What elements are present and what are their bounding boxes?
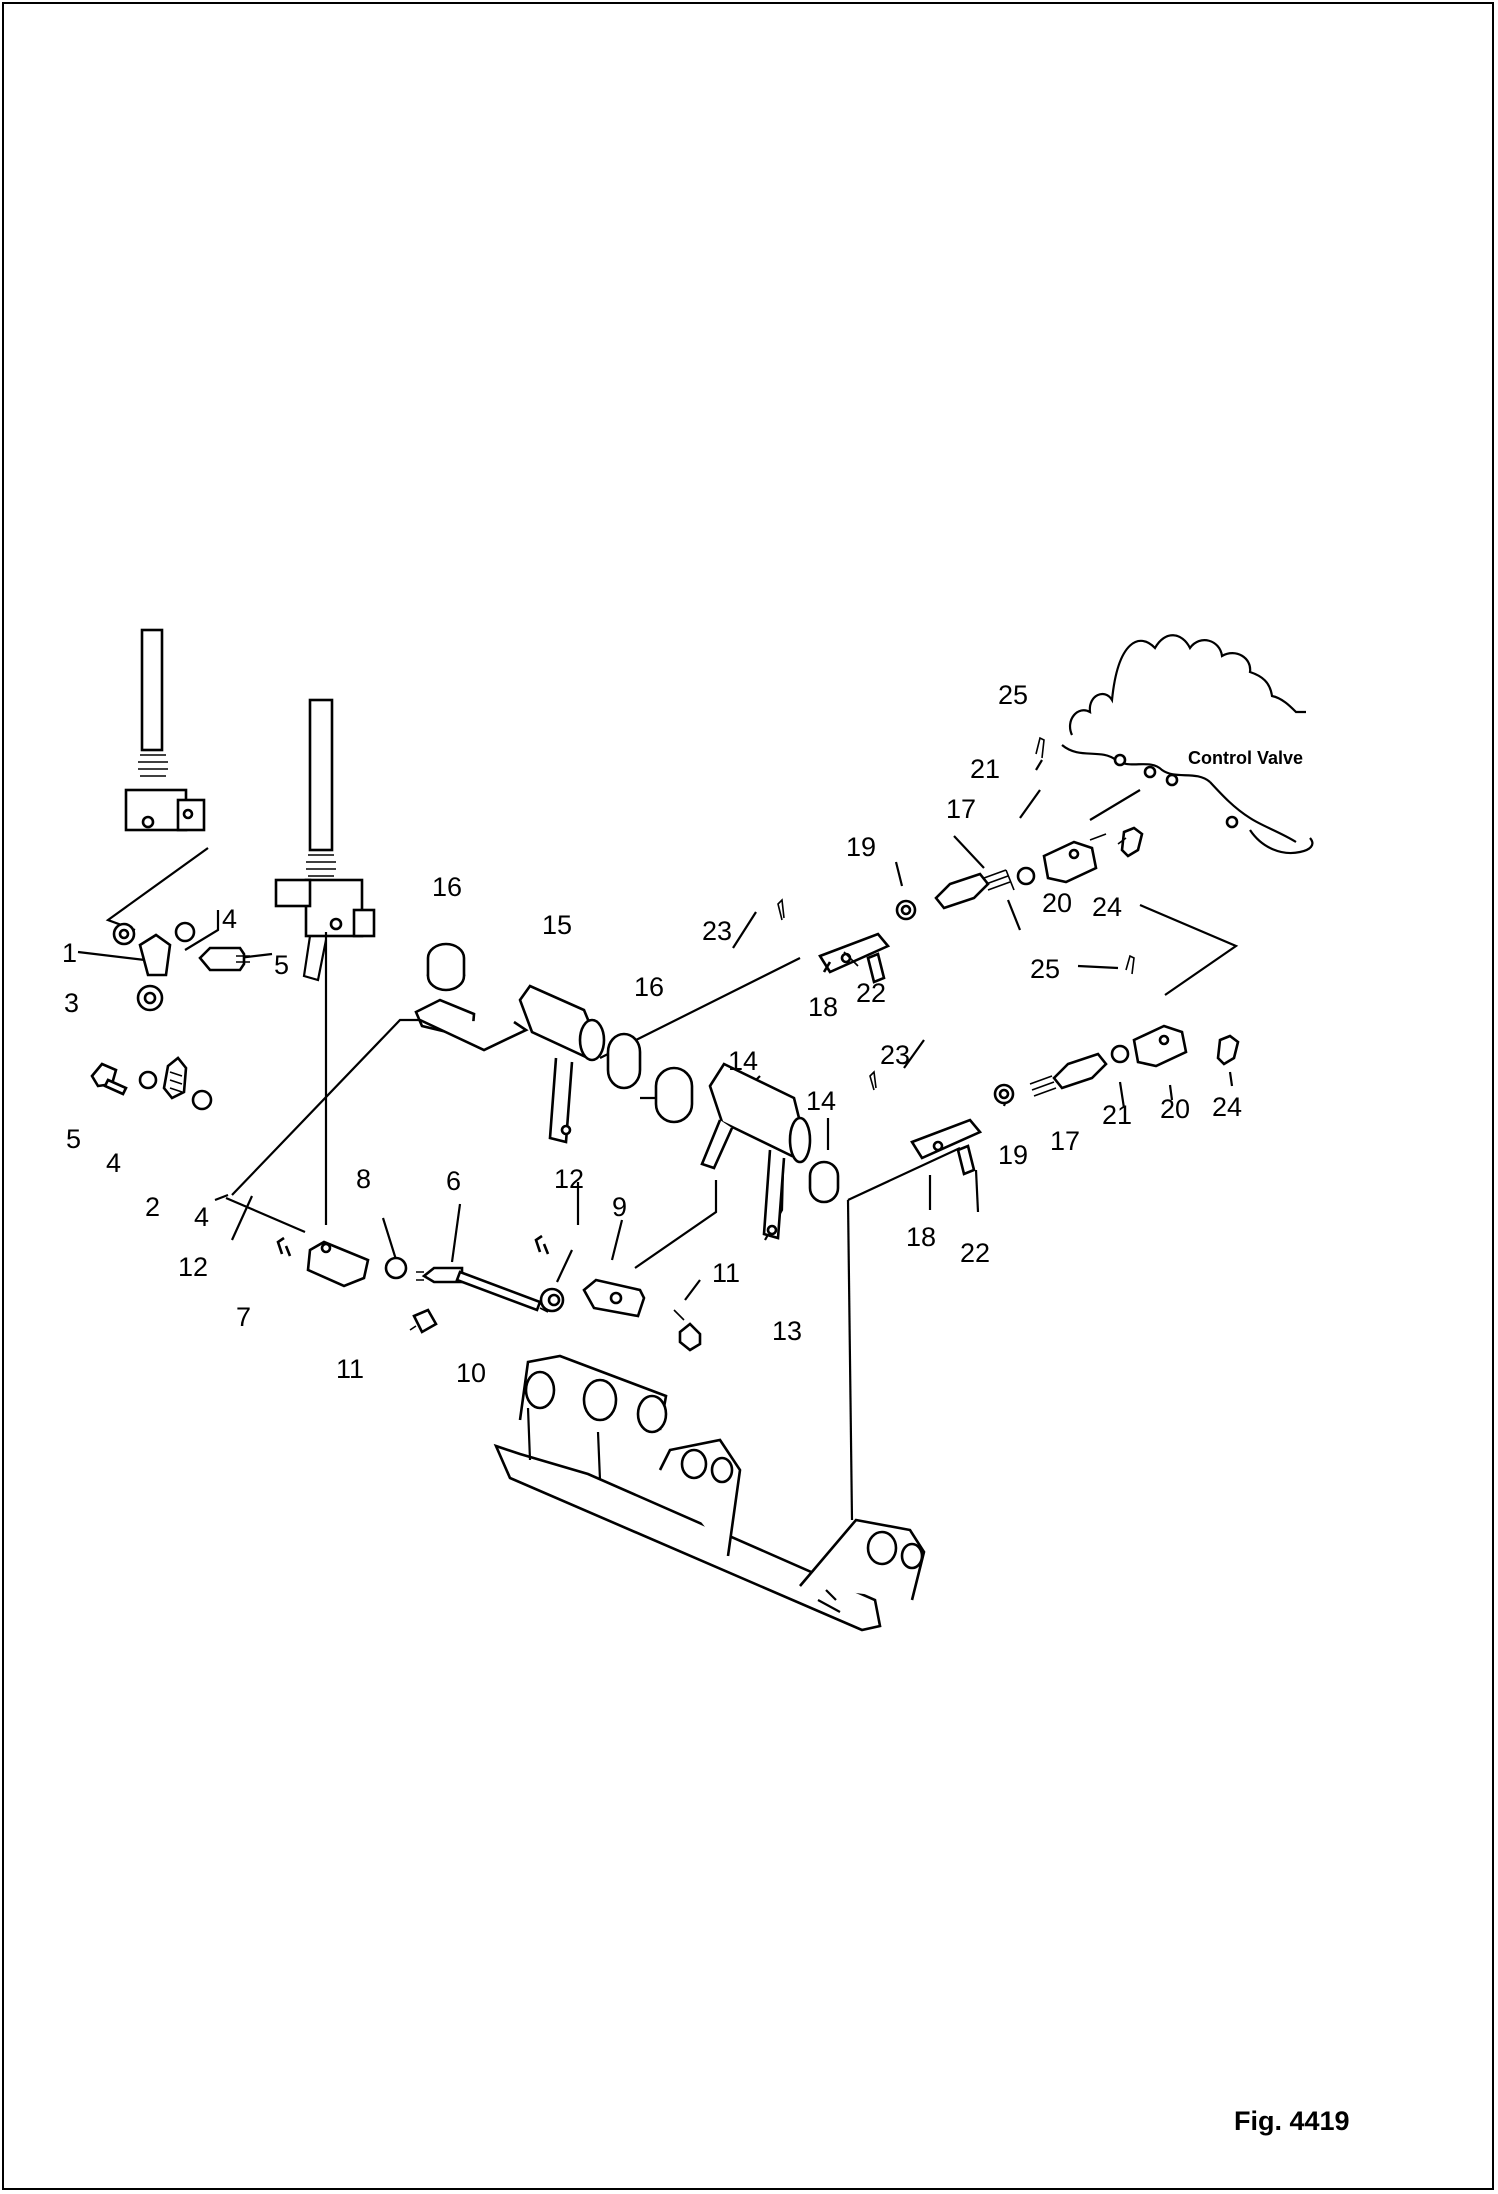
part-number-labels: 1 2 3 4 4 4 5 5 6 7 8 9 10 11 11 12 12 1… [62, 680, 1242, 1388]
part-label-6: 6 [446, 1166, 461, 1196]
part-label-16-mid: 16 [634, 972, 664, 1002]
left-control-lever [124, 628, 206, 832]
control-valve-label: Control Valve [1188, 748, 1303, 768]
part-label-10: 10 [456, 1358, 486, 1388]
part-label-12-left: 12 [178, 1252, 208, 1282]
part-label-18-top: 18 [808, 992, 838, 1022]
part-label-7: 7 [236, 1302, 251, 1332]
part-label-24-bottom: 24 [1212, 1092, 1242, 1122]
part-label-20-top: 20 [1042, 888, 1072, 918]
rod-assembly [276, 1234, 702, 1352]
part-label-19-top: 19 [846, 832, 876, 862]
valve-port [1225, 815, 1239, 829]
part-label-14-left: 14 [728, 1046, 758, 1076]
valve-port [1165, 773, 1179, 787]
part-label-1: 1 [62, 938, 77, 968]
part-label-4-right: 4 [194, 1202, 209, 1232]
part-label-8: 8 [356, 1164, 371, 1194]
left-linkage-parts [90, 921, 250, 1111]
part-label-21-top: 21 [970, 754, 1000, 784]
part-label-16-top: 16 [432, 872, 462, 902]
part-label-14-right: 14 [806, 1086, 836, 1116]
part-label-2: 2 [145, 1192, 160, 1222]
part-label-25-top: 25 [998, 680, 1028, 710]
bellcrank-13 [700, 1062, 812, 1240]
part-label-5-left: 5 [66, 1124, 81, 1154]
part-label-13: 13 [772, 1316, 802, 1346]
part-label-4-left: 4 [106, 1148, 121, 1178]
part-label-12-mid: 12 [554, 1164, 584, 1194]
valve-port [1113, 753, 1127, 767]
part-label-21-bottom: 21 [1102, 1100, 1132, 1130]
mounting-bracket [493, 1354, 926, 1632]
figure-caption: Fig. 4419 [1234, 2106, 1350, 2136]
part-label-25-bottom: 25 [1030, 954, 1060, 984]
part-label-11-right: 11 [712, 1258, 740, 1288]
part-label-19-bottom: 19 [998, 1140, 1028, 1170]
part-label-17-top: 17 [946, 794, 976, 824]
right-control-lever [274, 698, 376, 982]
part-label-4-top: 4 [222, 904, 237, 934]
part-label-9: 9 [612, 1192, 627, 1222]
part-label-22-bottom: 22 [960, 1238, 990, 1268]
upper-rod-assembly [777, 736, 1144, 984]
part-label-22-top: 22 [856, 978, 886, 1008]
part-label-18-bottom: 18 [906, 1222, 936, 1252]
part-label-5-top: 5 [274, 950, 289, 980]
part-label-23-top: 23 [702, 916, 732, 946]
control-valve-outline [1061, 634, 1314, 855]
part-label-20-bottom: 20 [1160, 1094, 1190, 1124]
valve-port [1143, 765, 1157, 779]
part-label-11-left: 11 [336, 1354, 364, 1384]
lower-rod-assembly [869, 954, 1240, 1176]
part-label-23-bottom: 23 [880, 1040, 910, 1070]
part-label-17-bottom: 17 [1050, 1126, 1080, 1156]
bushings [606, 1032, 840, 1204]
bellcrank-15 [414, 942, 606, 1144]
part-label-15: 15 [542, 910, 572, 940]
part-label-3: 3 [64, 988, 79, 1018]
part-label-24-top: 24 [1092, 892, 1122, 922]
